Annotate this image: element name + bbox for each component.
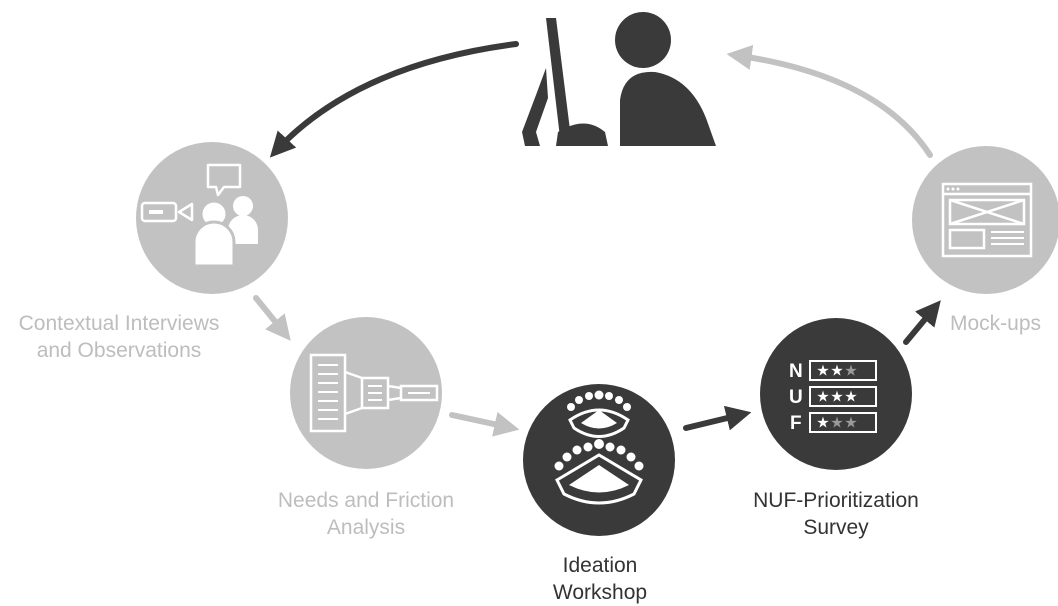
video-chat-people-icon: [140, 163, 258, 268]
arrow-nuf-to-mockups: [903, 300, 941, 345]
star-icon: ★: [816, 388, 829, 406]
nuf-letters: N U F: [789, 361, 803, 434]
star-icon: ★: [830, 362, 843, 380]
label-ideation-line2: Workshop: [552, 581, 648, 604]
star-icon: ★: [816, 362, 829, 380]
label-contextual: Contextual Interviews and Observations: [0, 310, 238, 364]
nuf-stars: ★★★★★★★★★: [816, 362, 857, 432]
label-nuf: NUF-Prioritization Survey: [725, 487, 947, 541]
label-needs-line1: Needs and Friction: [277, 489, 455, 512]
star-icon: ★: [844, 388, 857, 406]
star-icon: ★: [816, 414, 829, 432]
star-icon: ★: [844, 414, 857, 432]
tree-analysis-icon: [309, 353, 439, 433]
step-contextual: [136, 142, 288, 294]
step-nuf: N U F ★★★★★★★★★: [760, 318, 912, 470]
arrow-contextual-to-needs: [253, 295, 291, 341]
label-nuf-line1: NUF-Prioritization: [753, 489, 919, 512]
label-ideation: Ideation Workshop: [500, 552, 700, 606]
nuf-letter-u: U: [789, 387, 803, 408]
label-nuf-line2: Survey: [803, 516, 869, 539]
arrow-mockups-to-user: [726, 44, 933, 158]
nuf-letter-n: N: [789, 361, 803, 382]
label-mockups: Mock-ups: [950, 310, 1058, 337]
star-icon: ★: [830, 414, 843, 432]
label-ideation-line1: Ideation: [562, 554, 638, 577]
label-mockups-line1: Mock-ups: [950, 312, 1042, 335]
nuf-rating-icon: N U F ★★★★★★★★★: [789, 360, 877, 434]
label-contextual-line1: Contextual Interviews: [18, 312, 220, 335]
star-icon: ★: [830, 388, 843, 406]
workshop-tables-icon: [554, 390, 644, 505]
step-needs: [290, 317, 442, 469]
label-needs: Needs and Friction Analysis: [247, 487, 485, 541]
star-icon: ★: [844, 362, 857, 380]
nuf-letter-f: F: [790, 413, 802, 434]
step-ideation: [523, 384, 675, 536]
arrow-needs-to-ideation: [449, 411, 520, 437]
user-at-computer-icon: [522, 12, 716, 146]
label-contextual-line2: and Observations: [36, 339, 202, 362]
label-needs-line2: Analysis: [326, 516, 406, 539]
arrow-user-to-contextual: [269, 41, 519, 158]
wireframe-icon: [941, 182, 1033, 258]
arrow-ideation-to-nuf: [683, 405, 752, 431]
step-mockups: [912, 146, 1058, 294]
